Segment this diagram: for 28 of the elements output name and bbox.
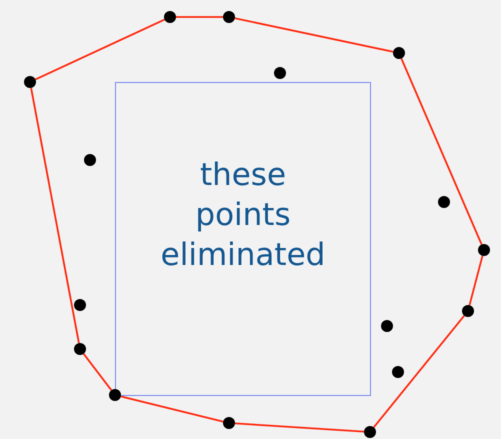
point-dot [478, 244, 490, 256]
point-dot [392, 366, 404, 378]
point-dot [364, 426, 376, 438]
hull-edge [373, 315, 465, 428]
point-dot [74, 299, 86, 311]
hull-edge [400, 58, 482, 245]
hull-edge [120, 396, 224, 422]
region-caption: these points eliminated [160, 156, 326, 275]
point-dot [223, 11, 235, 23]
point-dot [438, 196, 450, 208]
hull-edge [30, 88, 80, 344]
point-dot [462, 305, 474, 317]
point-dot [74, 343, 86, 355]
point-dot [84, 154, 96, 166]
point-dot [109, 389, 121, 401]
hull-edge [468, 256, 484, 306]
point-dot [393, 47, 405, 59]
point-dot [381, 320, 393, 332]
point-dot [274, 67, 286, 79]
hull-edge [234, 422, 364, 433]
hull-edge [176, 16, 223, 18]
hull-edge [82, 353, 112, 391]
hull-edge [35, 18, 165, 80]
point-dot [24, 76, 36, 88]
region-rectangle [115, 82, 371, 396]
point-dot [223, 417, 235, 429]
hull-edge [234, 17, 394, 53]
point-dot [164, 11, 176, 23]
